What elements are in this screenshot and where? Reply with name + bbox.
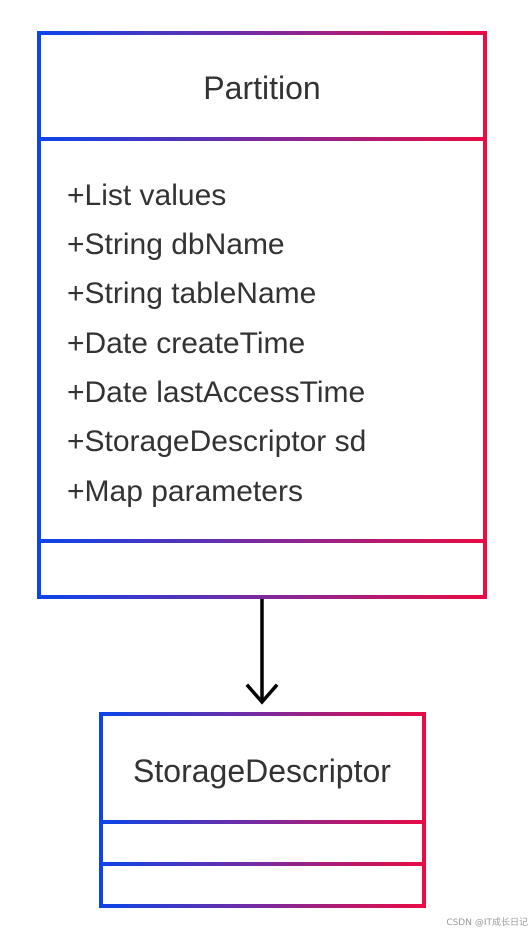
class-partition-attribute: +Map parameters bbox=[67, 475, 303, 508]
class-partition-attribute: +StorageDescriptor sd bbox=[67, 425, 366, 458]
class-partition-attribute: +String tableName bbox=[67, 277, 316, 310]
class-partition: Partition +List values +String dbName +S… bbox=[37, 31, 487, 599]
class-partition-box bbox=[37, 31, 487, 599]
class-partition-attribute: +Date lastAccessTime bbox=[67, 376, 365, 409]
class-storage-descriptor-box bbox=[99, 712, 426, 908]
class-storage-descriptor: StorageDescriptor bbox=[99, 712, 426, 908]
watermark: CSDN @IT成长日记 bbox=[446, 916, 528, 928]
class-partition-attribute: +List values bbox=[67, 179, 226, 212]
class-partition-attribute: +Date createTime bbox=[67, 327, 305, 360]
class-partition-name: Partition bbox=[203, 70, 320, 106]
class-partition-attribute: +String dbName bbox=[67, 228, 285, 261]
relation-arrow bbox=[245, 599, 279, 705]
class-storage-descriptor-name: StorageDescriptor bbox=[133, 753, 391, 789]
relation-arrow-head bbox=[245, 683, 279, 705]
